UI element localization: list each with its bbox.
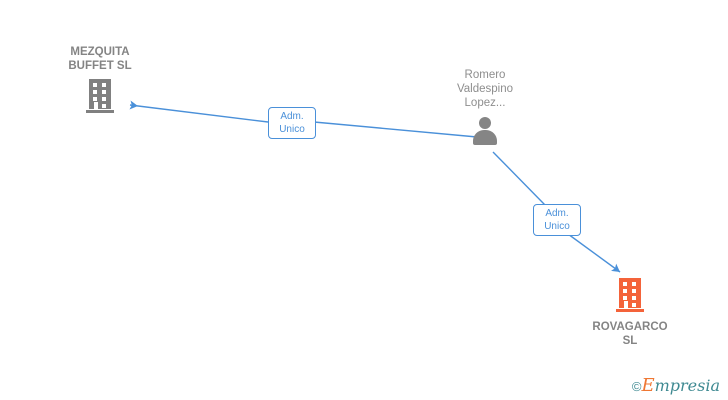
node-romero-valdespino-lopez[interactable]: Romero Valdespino Lopez... bbox=[430, 68, 540, 145]
brand-name: mpresia bbox=[654, 376, 720, 395]
edge-person-to-mezquita-right-segment bbox=[313, 121, 478, 138]
building-window bbox=[93, 83, 97, 87]
copyright-icon: © bbox=[631, 379, 642, 394]
building-base bbox=[86, 110, 114, 113]
building-window bbox=[102, 97, 106, 101]
building-window bbox=[632, 289, 636, 293]
building-window bbox=[102, 90, 106, 94]
building-base bbox=[616, 309, 644, 312]
building-window bbox=[102, 83, 106, 87]
edge-label-adm-unico-mezquita[interactable]: Adm. Unico bbox=[268, 107, 316, 139]
person-shoulders bbox=[473, 130, 497, 145]
person-head bbox=[479, 117, 491, 129]
watermark-empresia: ©Empresia bbox=[632, 375, 720, 396]
node-label-mezquita: MEZQUITA BUFFET SL bbox=[68, 46, 132, 72]
company-building-icon bbox=[86, 79, 114, 113]
building-window bbox=[93, 97, 97, 101]
node-label-rovagarco: ROVAGARCO SL bbox=[592, 321, 668, 347]
edge-person-to-mezquita-left-segment bbox=[129, 100, 269, 123]
edge-label-adm-unico-rovagarco[interactable]: Adm. Unico bbox=[533, 204, 581, 236]
building-window bbox=[623, 289, 627, 293]
company-building-icon bbox=[616, 278, 644, 312]
building-window bbox=[623, 296, 627, 300]
building-window bbox=[102, 104, 106, 108]
building-window bbox=[632, 296, 636, 300]
node-rovagarco-sl[interactable]: ROVAGARCO SL bbox=[575, 278, 685, 348]
person-icon bbox=[470, 117, 500, 145]
node-label-person: Romero Valdespino Lopez... bbox=[456, 69, 514, 109]
building-window bbox=[93, 90, 97, 94]
brand-initial: E bbox=[641, 375, 655, 396]
building-window bbox=[623, 282, 627, 286]
building-door bbox=[94, 102, 98, 110]
node-mezquita-buffet-sl[interactable]: MEZQUITA BUFFET SL bbox=[45, 45, 155, 113]
building-window bbox=[632, 282, 636, 286]
edge-person-to-rovagarco-lower-segment bbox=[567, 233, 621, 273]
edge-person-to-rovagarco-upper-segment bbox=[492, 151, 546, 206]
building-door bbox=[624, 301, 628, 309]
building-window bbox=[632, 303, 636, 307]
